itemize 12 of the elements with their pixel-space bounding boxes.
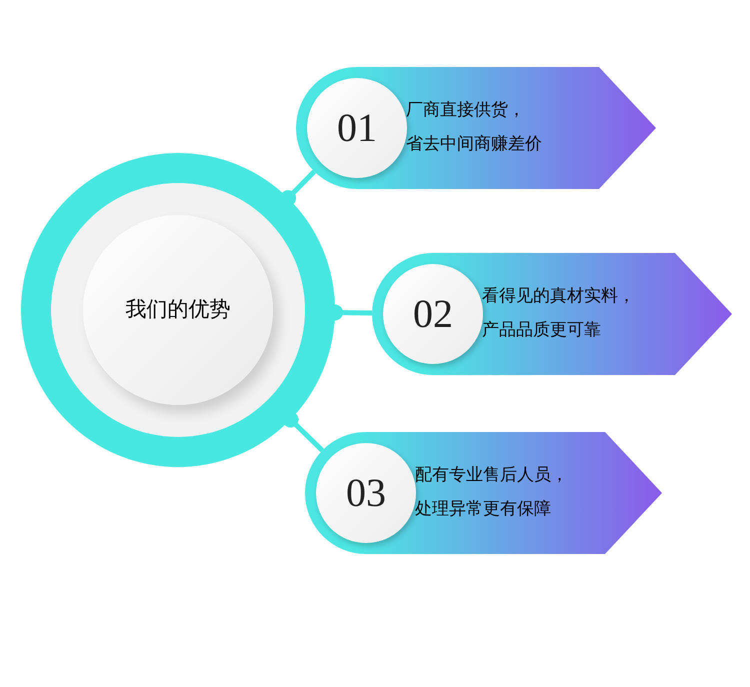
main-title: 我们的优势 [126, 296, 230, 324]
step-number: 03 [346, 469, 386, 517]
advantage-text: 厂商直接供货，省去中间商赚差价 [406, 99, 542, 156]
arrow-banner [296, 67, 656, 189]
arrow-banner [372, 253, 732, 375]
advantage-text: 配有专业售后人员，处理异常更有保障 [415, 464, 568, 521]
connector-line [280, 170, 316, 206]
connector-line [282, 412, 324, 452]
step-number: 02 [413, 290, 453, 338]
step-number: 01 [337, 104, 377, 152]
arrow-banner [305, 432, 662, 554]
advantage-text: 看得见的真材实料，产品品质更可靠 [482, 285, 635, 342]
